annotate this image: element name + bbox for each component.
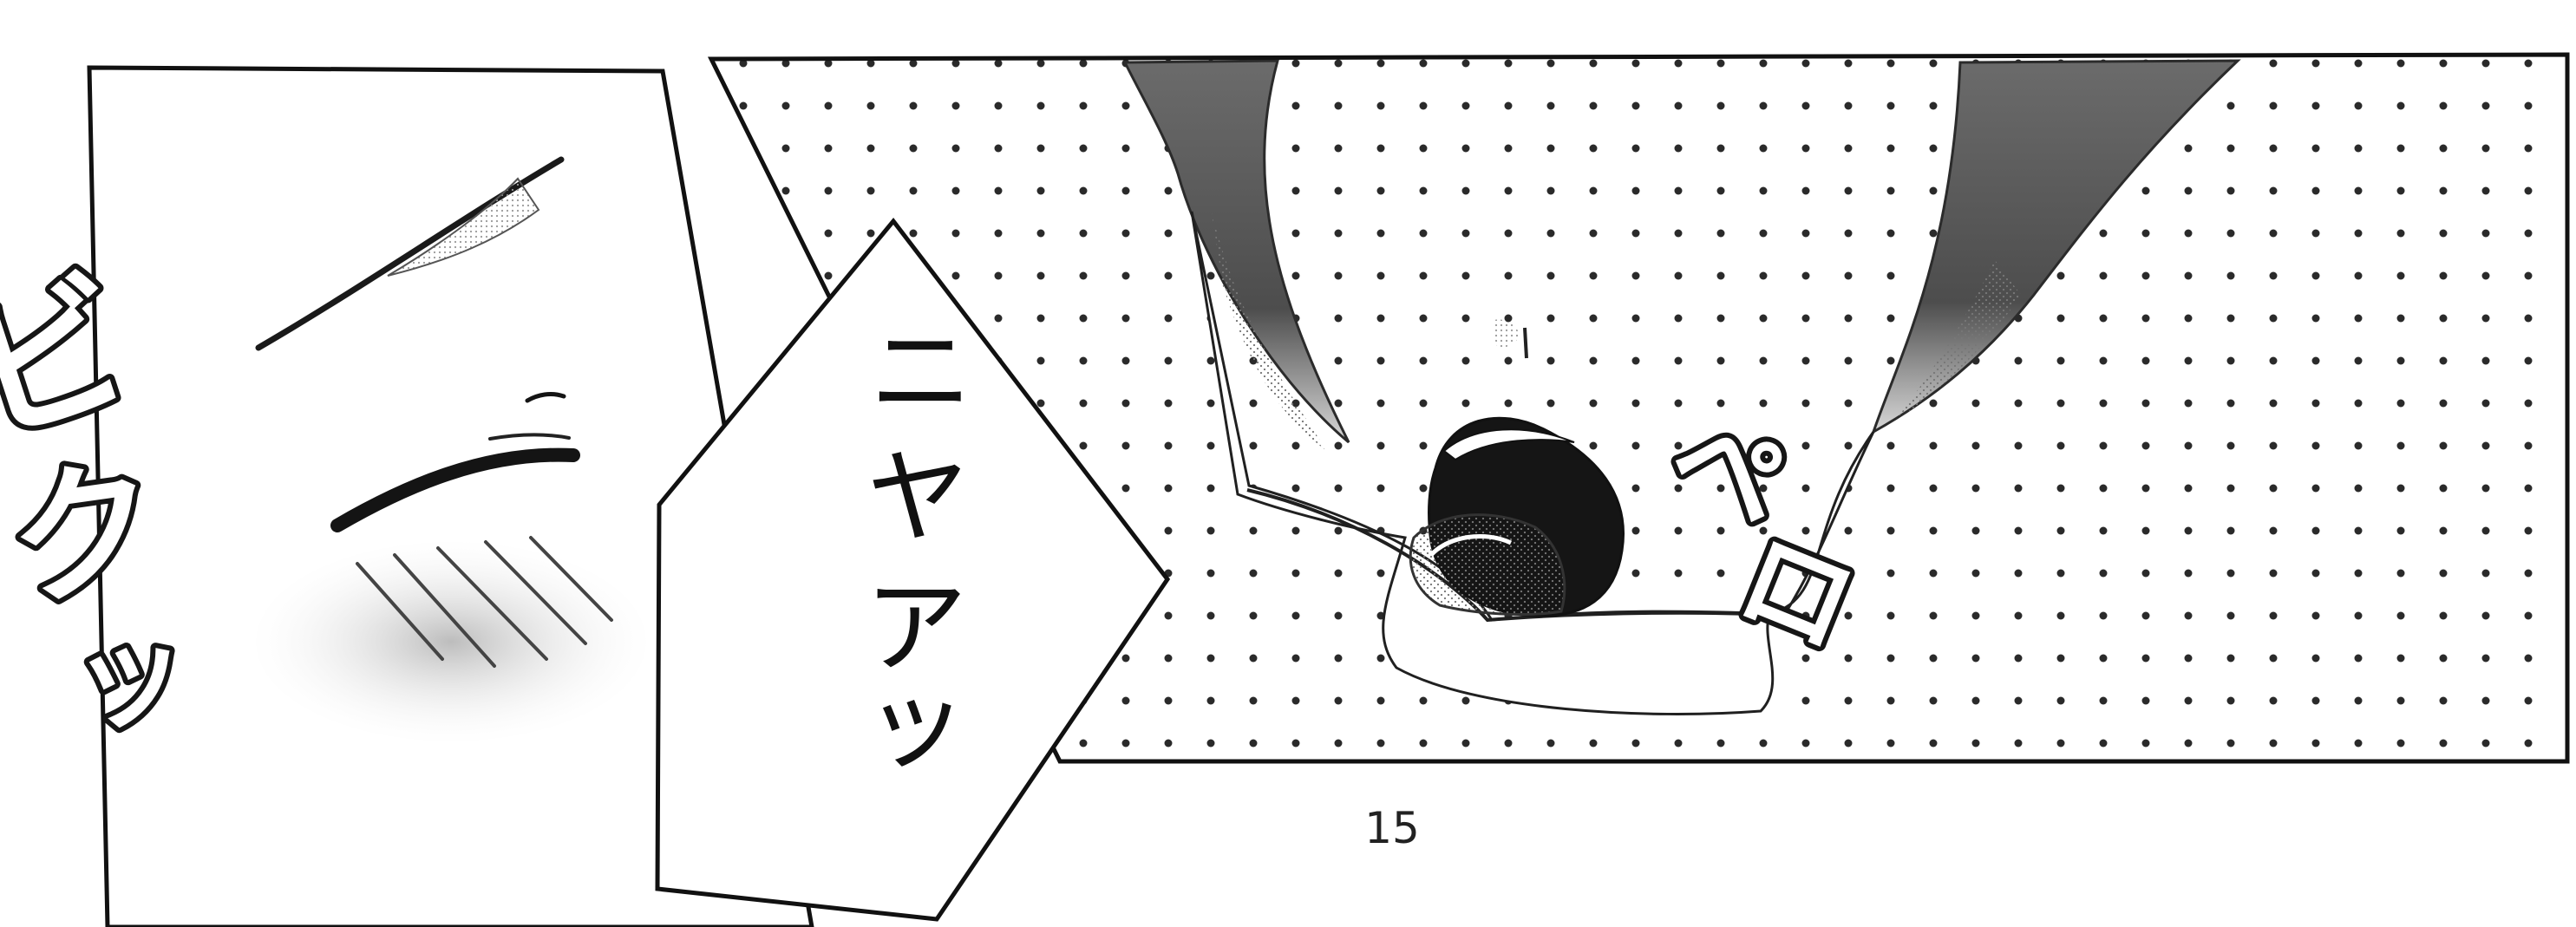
left-panel bbox=[87, 65, 814, 927]
sfx-left-line-2: ク bbox=[0, 441, 169, 631]
speech-bubble: ニ ヤ ア ッ bbox=[655, 217, 1171, 922]
blush-area bbox=[256, 542, 646, 741]
eye-lash-detail bbox=[488, 433, 571, 441]
eye-lash-tip bbox=[525, 392, 566, 403]
eye-shadow-upper bbox=[387, 177, 540, 277]
upper-teeth bbox=[1442, 428, 1575, 461]
speech-text-line-4: ッ bbox=[865, 663, 967, 783]
chin-line bbox=[1246, 488, 1788, 623]
speech-text-line-1: ニ bbox=[870, 312, 972, 432]
tongue bbox=[1409, 513, 1566, 617]
closed-eye-lash-lower bbox=[330, 447, 580, 532]
hair-tone-right bbox=[1895, 260, 2021, 421]
tongue-highlight bbox=[1429, 533, 1513, 557]
speech-text-line-2: ヤ bbox=[866, 438, 969, 558]
nose-tone bbox=[1492, 319, 1520, 348]
nose-line bbox=[1523, 327, 1528, 359]
speech-text-line-3: ア bbox=[865, 568, 967, 688]
sfx-left-line-1: ビ bbox=[0, 248, 152, 472]
page-number: 15 bbox=[1364, 803, 1420, 853]
hair-strand-left bbox=[1122, 59, 1350, 444]
blush-hatching bbox=[356, 536, 613, 668]
sfx-left: ビ ク ッ bbox=[0, 243, 199, 754]
sfx-left-line-3: ッ bbox=[67, 604, 194, 749]
